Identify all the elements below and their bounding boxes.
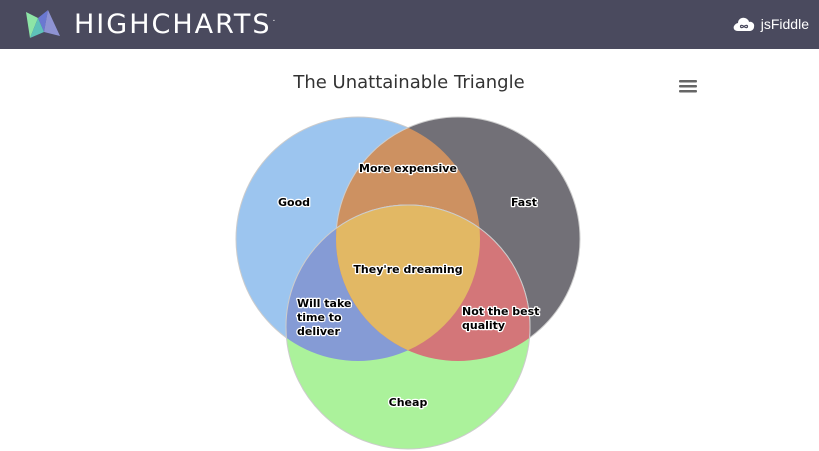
top-bar: HIGHCHARTS. jsFiddle	[0, 0, 819, 49]
jsfiddle-label: jsFiddle	[760, 16, 809, 32]
menu-bar-3	[679, 90, 697, 93]
venn-label-fast: Fast	[511, 196, 537, 209]
context-menu-button[interactable]	[675, 74, 701, 96]
venn-label-good-fast: More expensive	[359, 162, 457, 175]
venn-label-good: Good	[278, 196, 310, 209]
cloud-icon	[733, 17, 754, 31]
highcharts-logo-icon	[26, 10, 60, 38]
venn-label-cheap: Cheap	[389, 396, 428, 409]
brand-name: HIGHCHARTS.	[74, 9, 276, 40]
venn-region-all[interactable]	[286, 204, 530, 449]
jsfiddle-link[interactable]: jsFiddle	[732, 13, 809, 35]
menu-bar-1	[679, 80, 697, 83]
chart-title: The Unattainable Triangle	[292, 72, 524, 93]
venn-label-fast-cheap-good: They're dreaming	[353, 263, 462, 276]
menu-bar-2	[679, 85, 697, 88]
